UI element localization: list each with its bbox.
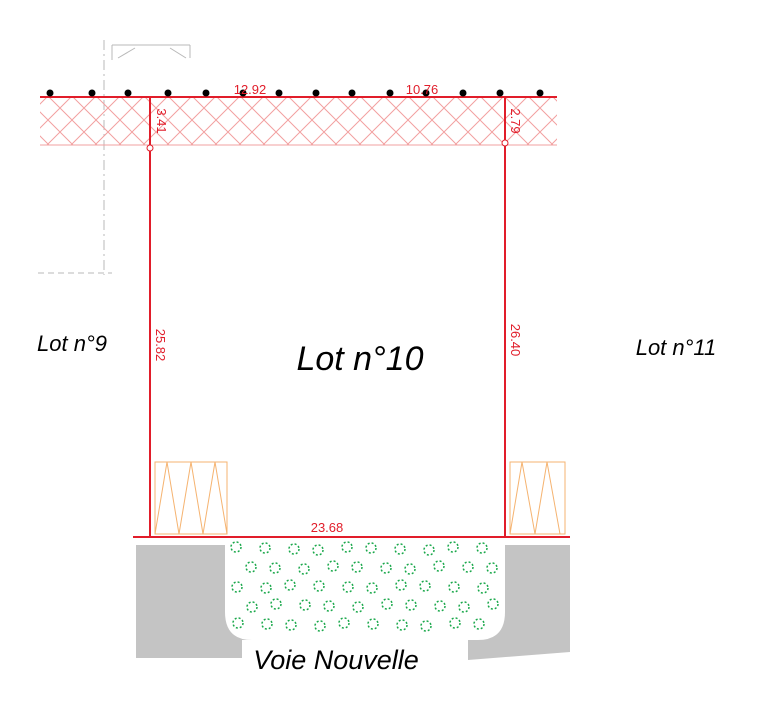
fence-marker xyxy=(312,89,320,97)
tree-symbol xyxy=(367,618,379,630)
dimension-top-left: 12.92 xyxy=(234,82,267,97)
dimension-right-setback: 2.79 xyxy=(508,108,523,133)
parking-left xyxy=(154,461,228,535)
tree-symbol xyxy=(476,542,488,554)
tree-symbol xyxy=(288,543,300,555)
neighbor-outline xyxy=(38,40,191,275)
road-label: Voie Nouvelle xyxy=(253,645,419,675)
tree-symbol xyxy=(230,541,242,553)
green-space-trees xyxy=(230,541,499,632)
tree-symbol xyxy=(313,580,325,592)
tree-symbol xyxy=(423,544,435,556)
tree-symbol xyxy=(365,542,377,554)
tree-symbol xyxy=(245,561,257,573)
tree-symbol xyxy=(473,618,485,630)
fence-marker xyxy=(496,89,504,97)
green-space xyxy=(225,538,505,640)
tree-symbol xyxy=(395,579,407,591)
fence-marker xyxy=(348,89,356,97)
tree-symbol xyxy=(394,543,406,555)
tree-symbol xyxy=(381,598,393,610)
tree-symbol xyxy=(351,561,363,573)
dimension-left-side: 25.82 xyxy=(153,329,168,362)
tree-symbol xyxy=(396,619,408,631)
plot-boundary xyxy=(149,97,506,537)
tree-symbol xyxy=(312,544,324,556)
tree-symbol xyxy=(449,617,461,629)
dimension-top-right: 10.76 xyxy=(406,82,439,97)
tree-symbol xyxy=(314,620,326,632)
tree-symbol xyxy=(486,562,498,574)
tree-symbol xyxy=(270,598,282,610)
tree-symbol xyxy=(434,600,446,612)
fence-marker xyxy=(459,89,467,97)
tree-symbol xyxy=(341,541,353,553)
dimension-left-setback: 3.41 xyxy=(154,108,169,133)
tree-symbol xyxy=(477,582,489,594)
dimension-right-side: 26.40 xyxy=(508,324,523,357)
fence-marker xyxy=(124,89,132,97)
tree-symbol xyxy=(342,581,354,593)
tree-symbol xyxy=(447,541,459,553)
tree-symbol xyxy=(458,601,470,613)
tree-symbol xyxy=(366,582,378,594)
fence-marker xyxy=(88,89,96,97)
tree-symbol xyxy=(284,579,296,591)
fence-marker xyxy=(164,89,172,97)
tree-symbol xyxy=(259,542,271,554)
corner-marker xyxy=(501,139,509,147)
tree-symbol xyxy=(420,620,432,632)
easement-band xyxy=(40,97,557,145)
tree-symbol xyxy=(462,561,474,573)
tree-symbol xyxy=(487,598,499,610)
tree-symbol xyxy=(260,582,272,594)
tree-symbol xyxy=(323,600,335,612)
tree-symbol xyxy=(380,562,392,574)
parking-right xyxy=(509,461,566,535)
tree-symbol xyxy=(261,618,273,630)
tree-symbol xyxy=(298,563,310,575)
fence-marker xyxy=(46,89,54,97)
lot-left-label: Lot n°9 xyxy=(37,331,107,356)
tree-symbol xyxy=(299,599,311,611)
dimension-front: 23.68 xyxy=(311,520,344,535)
tree-symbol xyxy=(232,617,244,629)
tree-symbol xyxy=(419,580,431,592)
tree-symbol xyxy=(338,617,350,629)
boundary-markers xyxy=(46,89,544,97)
fence-marker xyxy=(202,89,210,97)
tree-symbol xyxy=(352,601,364,613)
fence-marker xyxy=(386,89,394,97)
fence-marker xyxy=(239,89,247,97)
fence-marker xyxy=(275,89,283,97)
corner-marker xyxy=(146,144,154,152)
lot-main-label: Lot n°10 xyxy=(296,340,423,378)
tree-symbol xyxy=(448,581,460,593)
lot-right-label: Lot n°11 xyxy=(636,335,717,360)
tree-symbol xyxy=(404,563,416,575)
tree-symbol xyxy=(405,599,417,611)
tree-symbol xyxy=(285,619,297,631)
tree-symbol xyxy=(433,560,445,572)
fence-marker xyxy=(422,89,430,97)
tree-symbol xyxy=(327,560,339,572)
tree-symbol xyxy=(269,562,281,574)
tree-symbol xyxy=(231,581,243,593)
fence-marker xyxy=(536,89,544,97)
tree-symbol xyxy=(246,601,258,613)
